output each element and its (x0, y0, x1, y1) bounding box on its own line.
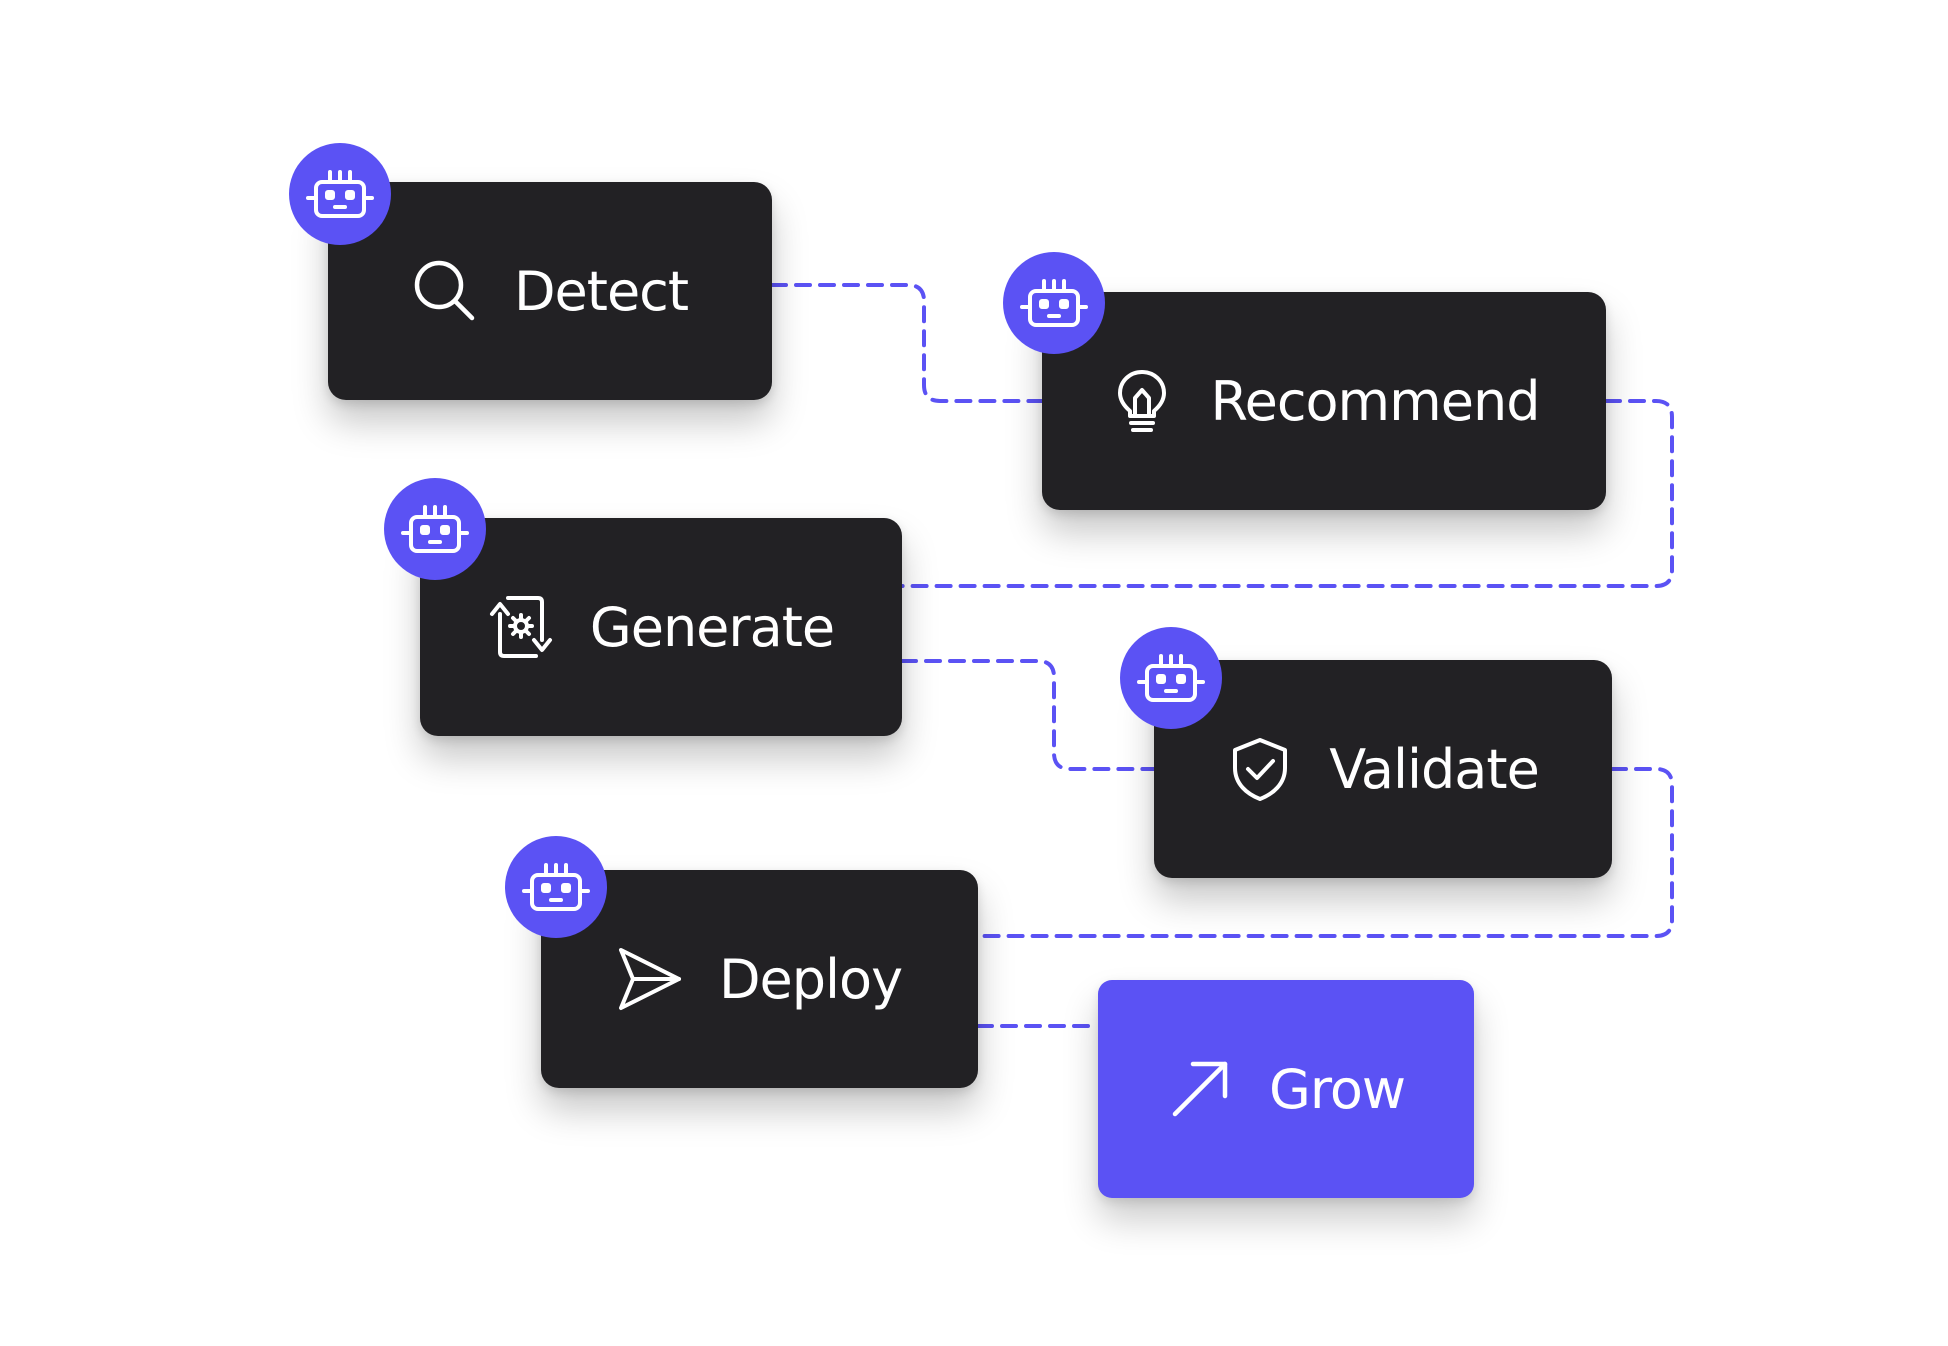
arrow-up-right-icon (1167, 1056, 1233, 1122)
generate-cycle-icon (488, 594, 554, 660)
magnifier-icon (412, 258, 478, 324)
robot-icon (306, 170, 374, 218)
lightbulb-icon (1109, 368, 1175, 434)
step-card-recommend: Recommend (1042, 292, 1606, 510)
step-label-validate: Validate (1329, 737, 1540, 801)
robot-badge-generate (384, 478, 486, 580)
step-card-grow: Grow (1098, 980, 1474, 1198)
step-label-grow: Grow (1268, 1057, 1406, 1121)
robot-icon (1020, 279, 1088, 327)
step-card-validate: Validate (1154, 660, 1612, 878)
robot-badge-detect (289, 143, 391, 245)
robot-icon (401, 505, 469, 553)
robot-badge-deploy (505, 836, 607, 938)
robot-badge-recommend (1003, 252, 1105, 354)
connector-detect-recommend (770, 283, 1044, 403)
shield-check-icon (1227, 736, 1293, 802)
step-label-deploy: Deploy (718, 947, 903, 1011)
connector-generate-validate (900, 659, 1156, 771)
connector-validate-deploy (976, 767, 1674, 938)
step-card-deploy: Deploy (541, 870, 978, 1088)
step-label-recommend: Recommend (1210, 369, 1541, 433)
step-card-generate: Generate (420, 518, 902, 736)
connector-recommend-generate (900, 399, 1674, 588)
step-card-detect: Detect (328, 182, 772, 400)
step-label-generate: Generate (589, 595, 835, 659)
robot-icon (1137, 654, 1205, 702)
robot-icon (522, 863, 590, 911)
robot-badge-validate (1120, 627, 1222, 729)
paper-plane-icon (617, 946, 683, 1012)
step-label-detect: Detect (513, 259, 689, 323)
